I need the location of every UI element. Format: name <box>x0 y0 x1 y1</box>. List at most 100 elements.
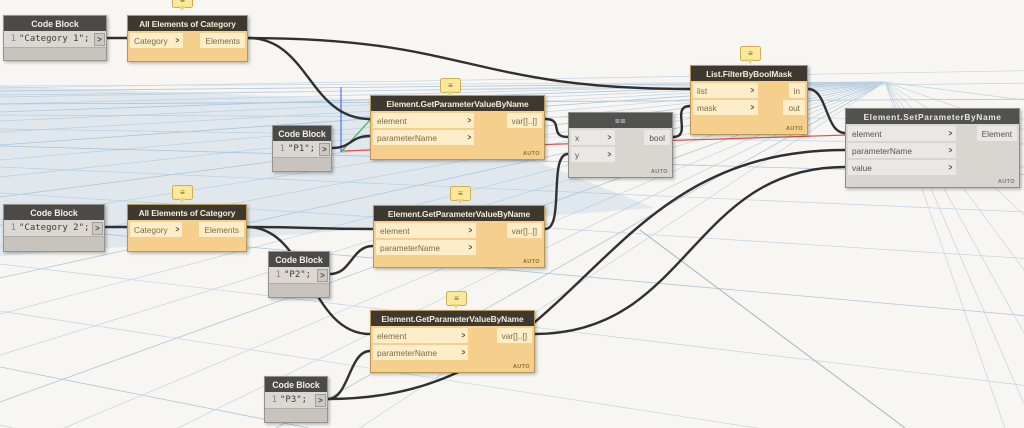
chevron-right-icon: > <box>461 331 465 340</box>
port-label: value <box>852 162 872 173</box>
node-title: All Elements of Category <box>128 205 246 220</box>
node-body: x> bool y> AUTO <box>569 128 672 177</box>
node-title: Code Block <box>265 377 327 392</box>
lacing-auto-label[interactable]: AUTO <box>522 151 540 157</box>
code-text[interactable]: "P1"; <box>288 144 316 154</box>
output-port-var[]..[][interactable]: var[]..[] <box>506 223 542 238</box>
input-port-parameterName[interactable]: parameterName> <box>373 130 475 145</box>
node-title: Element.SetParameterByName <box>846 109 1019 124</box>
input-port-parameterName[interactable]: parameterName> <box>376 240 476 255</box>
output-port-code[interactable]: > <box>92 221 103 235</box>
chevron-right-icon: > <box>175 36 180 45</box>
node-body: 1"P1";> <box>273 141 331 171</box>
lacing-auto-label[interactable]: AUTO <box>512 364 530 370</box>
input-port-x[interactable]: x> <box>571 130 615 145</box>
chevron-right-icon: > <box>467 116 471 125</box>
output-port-bool[interactable]: bool <box>644 130 670 145</box>
output-port-Element[interactable]: Element <box>976 126 1017 141</box>
input-port-element[interactable]: element> <box>373 328 469 343</box>
line-number: 1 <box>271 395 277 405</box>
chevron-right-icon: > <box>607 133 612 142</box>
output-port-code[interactable]: > <box>317 268 328 282</box>
port-label: parameterName <box>380 242 440 253</box>
input-port-list[interactable]: list> <box>693 83 758 98</box>
output-port-Elements[interactable]: Elements <box>200 33 245 48</box>
connector-wire <box>543 152 570 231</box>
node-cb-p2[interactable]: Code Block 1"P2"; > <box>268 251 330 298</box>
input-port-parameterName[interactable]: parameterName > <box>373 345 469 360</box>
output-port-code[interactable]: > <box>315 393 326 407</box>
input-port-Category[interactable]: Category> <box>130 222 183 237</box>
port-label: Elements <box>204 224 239 235</box>
chevron-right-icon: > <box>468 226 473 235</box>
bubble-lines-glyph: ≡ <box>748 49 753 58</box>
input-port-element[interactable]: element> <box>373 113 475 128</box>
input-port-parameterName[interactable]: parameterName> <box>848 143 957 158</box>
port-label: var[]..[] <box>511 225 537 236</box>
port-label: parameterName <box>377 132 437 143</box>
node-set-parameter-by-name[interactable]: Element.SetParameterByName element> Elemen… <box>845 108 1020 188</box>
comment-bubble-icon[interactable]: ≡ <box>446 291 467 309</box>
output-port-var[]..[][interactable]: var[]..[] <box>506 113 542 128</box>
comment-bubble-icon[interactable]: ≡ <box>440 78 461 96</box>
code-text[interactable]: "P3"; <box>280 395 308 405</box>
lacing-auto-label[interactable]: AUTO <box>997 179 1015 185</box>
output-port-in[interactable]: in <box>788 83 805 98</box>
input-port-Category[interactable]: Category > <box>130 33 183 48</box>
lacing-auto-label[interactable]: AUTO <box>522 259 540 265</box>
lacing-auto-label[interactable]: AUTO <box>785 126 803 132</box>
lacing-auto-label[interactable]: AUTO <box>650 169 668 175</box>
node-body: element> var[]..[] parameterName > AUTO <box>371 326 534 372</box>
input-port-element[interactable]: element > <box>376 223 476 238</box>
node-title: Code Block <box>269 252 329 267</box>
chevron-right-icon: > <box>461 348 465 357</box>
input-port-mask[interactable]: mask> <box>693 100 758 115</box>
port-label: in <box>793 85 800 96</box>
node-body: 1"P2"; > <box>269 267 329 297</box>
input-port-y[interactable]: y> <box>571 147 615 162</box>
node-title: Element.GetParameterValueByName <box>371 96 544 111</box>
port-label: parameterName <box>377 347 437 358</box>
node-title: List.FilterByBoolMask <box>691 66 807 81</box>
node-title: Code Block <box>4 16 106 31</box>
node-get-parameter-3[interactable]: Element.GetParameterValueByName element> v… <box>370 310 535 373</box>
port-label: var[]..[] <box>511 115 537 126</box>
input-port-element[interactable]: element> <box>848 126 957 141</box>
input-port-value[interactable]: value> <box>848 160 957 175</box>
port-label: Category <box>134 35 168 46</box>
node-cb-p3[interactable]: Code Block 1"P3"; > <box>264 376 328 423</box>
node-title: Code Block <box>4 205 104 220</box>
bubble-lines-glyph: ≡ <box>180 0 185 5</box>
output-port-code[interactable]: > <box>319 142 330 156</box>
comment-bubble-icon[interactable]: ≡ <box>172 185 193 203</box>
output-port-code[interactable]: > <box>94 32 105 46</box>
comment-bubble-icon[interactable]: ≡ <box>450 186 471 204</box>
line-number: 1 <box>275 270 281 280</box>
node-title: Element.GetParameterValueByName <box>371 311 534 326</box>
node-get-parameter-1[interactable]: Element.GetParameterValueByName element> v… <box>370 95 545 160</box>
connector-wire <box>330 134 372 150</box>
code-text[interactable]: "Category 2"; <box>19 223 90 233</box>
port-label: mask <box>697 102 717 113</box>
connector-wire <box>543 117 570 139</box>
output-port-var[]..[][interactable]: var[]..[] <box>496 328 532 343</box>
port-label: element <box>380 225 410 236</box>
node-title: == <box>569 113 672 128</box>
code-text[interactable]: "Category 1"; <box>19 34 90 44</box>
comment-bubble-icon[interactable]: ≡ <box>740 46 761 64</box>
code-text[interactable]: "P2"; <box>284 270 312 280</box>
output-port-Elements[interactable]: Elements <box>199 222 244 237</box>
node-equals[interactable]: == x> bool y> AUTO <box>568 112 673 178</box>
node-body: element> Element parameterName> value> AUTO <box>846 124 1019 187</box>
comment-bubble-icon[interactable]: ≡ <box>172 0 193 11</box>
output-port-out[interactable]: out <box>783 100 805 115</box>
